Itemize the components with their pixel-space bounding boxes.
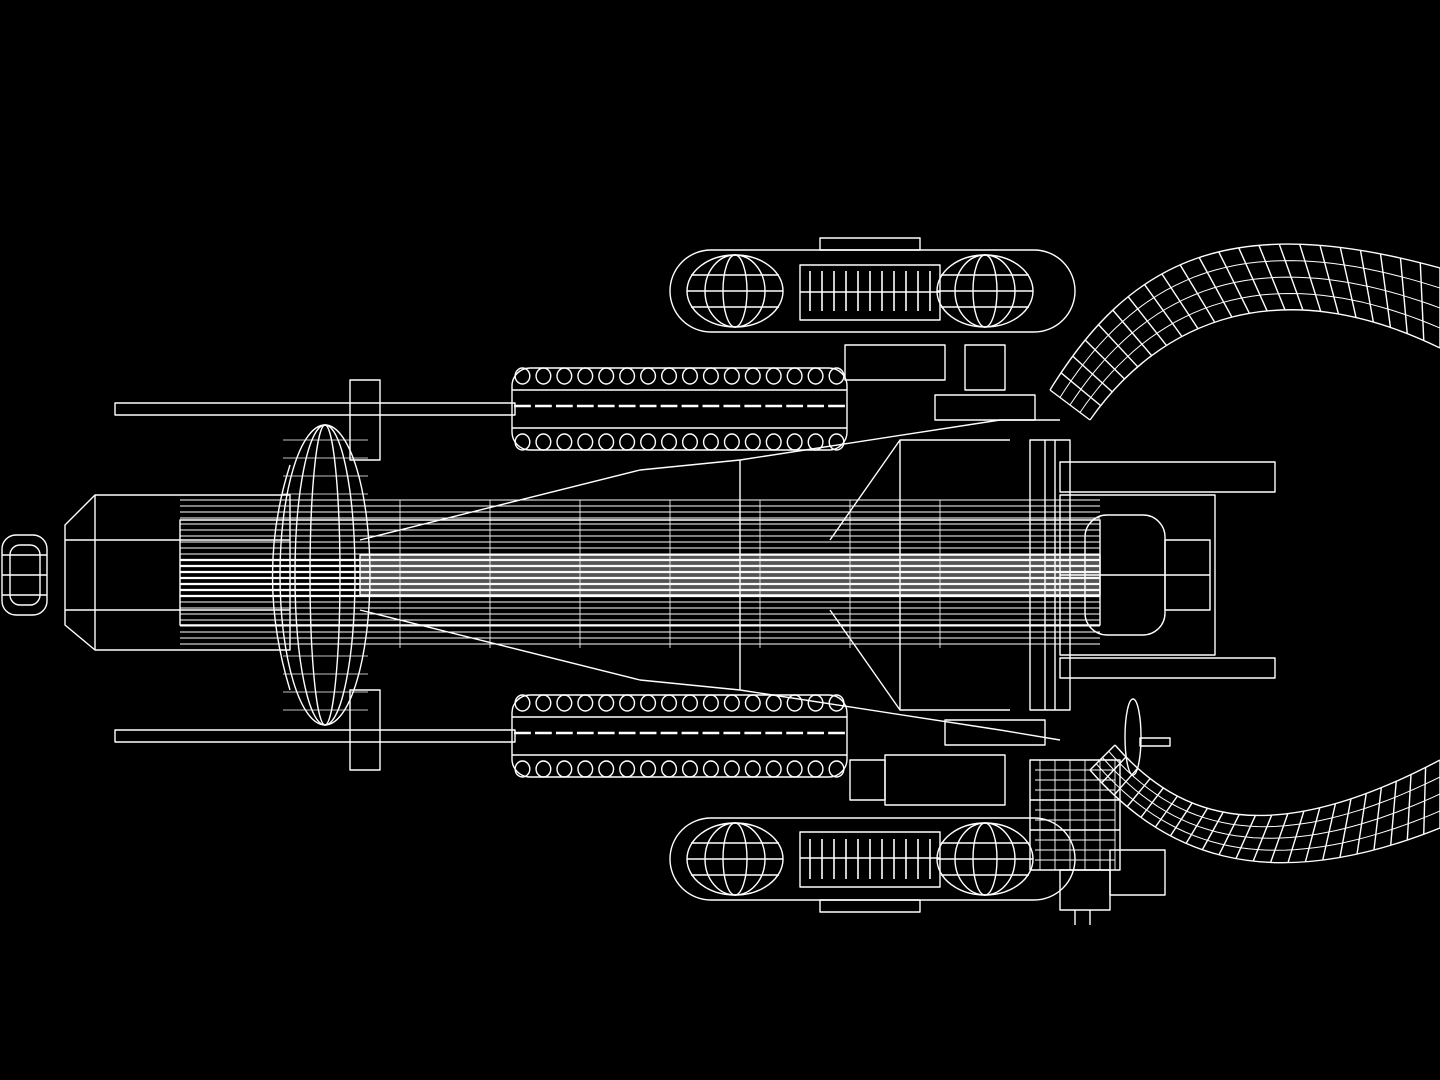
main-barrel bbox=[180, 500, 1100, 648]
rear-block bbox=[1030, 440, 1275, 710]
side-rods bbox=[115, 380, 515, 770]
front-flange bbox=[273, 425, 371, 725]
radiator-bottom bbox=[512, 695, 847, 777]
front-nozzle bbox=[2, 495, 290, 650]
curved-hose bbox=[1050, 244, 1440, 863]
wheel-top bbox=[670, 238, 1075, 332]
internal-frame bbox=[360, 345, 1060, 805]
radiator-top bbox=[512, 368, 847, 450]
lower-right-mechanism bbox=[1030, 699, 1170, 925]
wheel-bottom bbox=[670, 818, 1075, 912]
